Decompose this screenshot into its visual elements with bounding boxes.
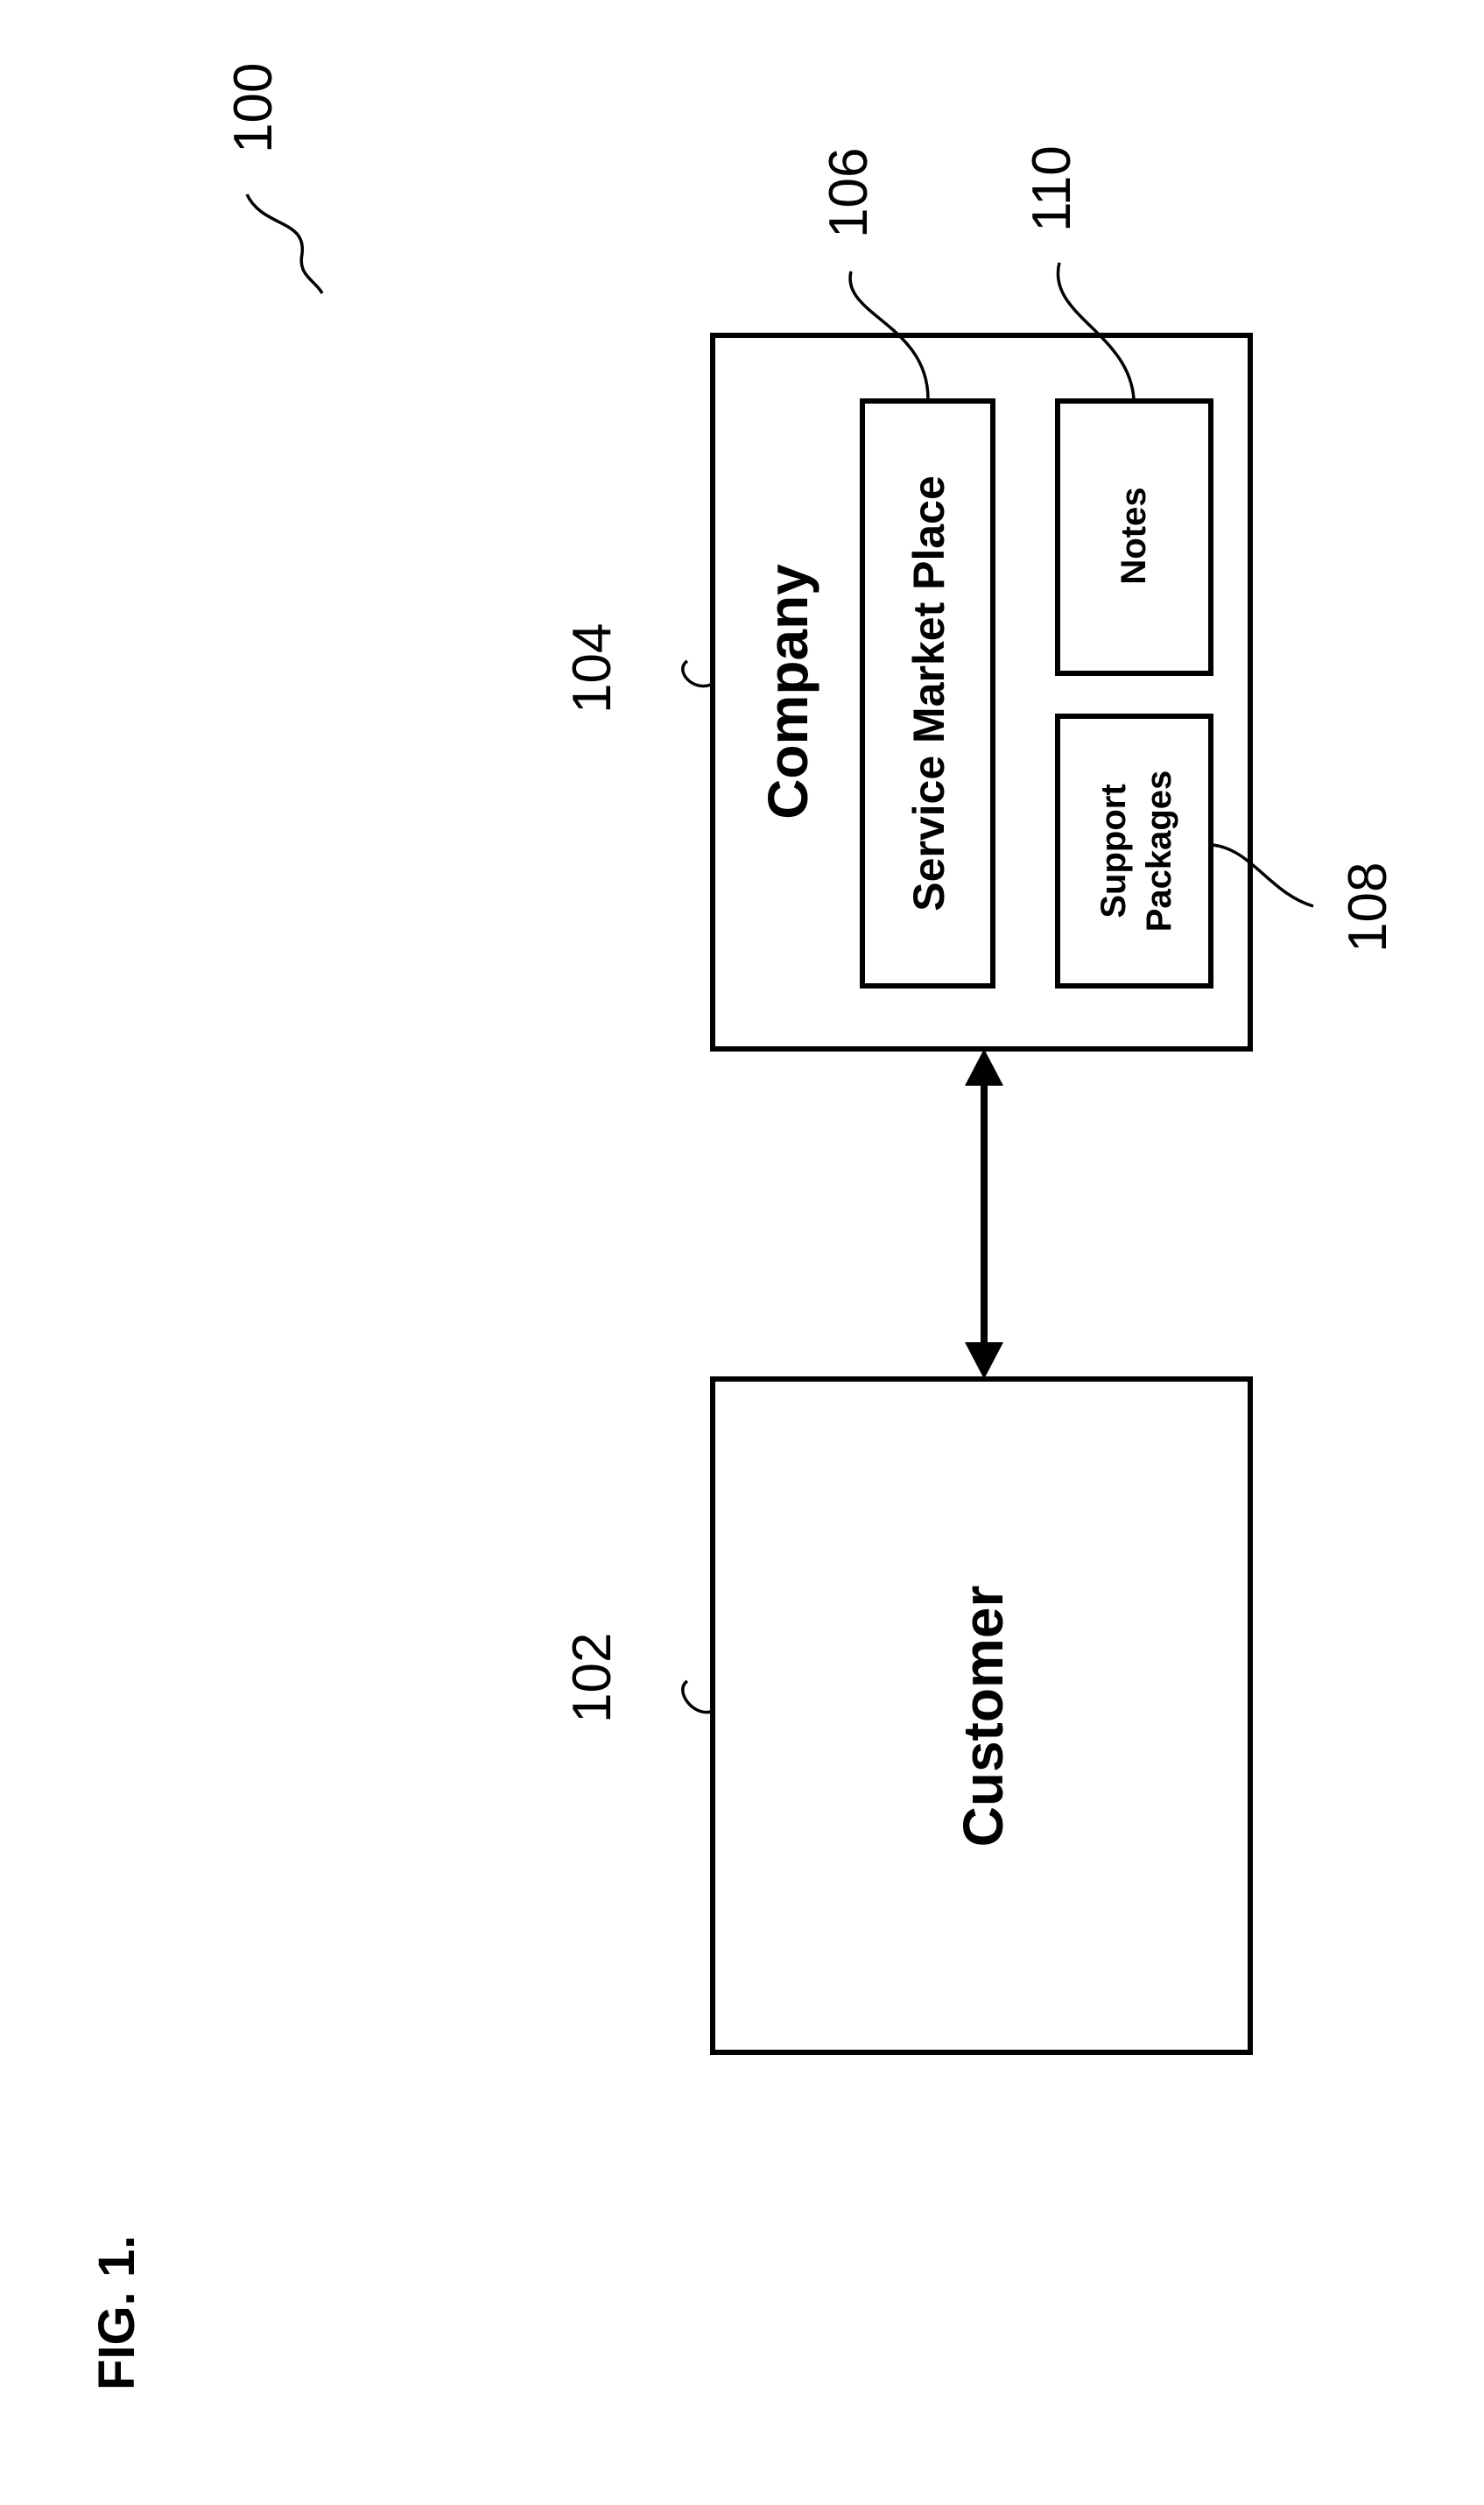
support-packages-label-line1: Support <box>1094 784 1133 918</box>
arrow-head-down <box>965 1342 1003 1379</box>
customer-label: Customer <box>952 1586 1015 1847</box>
notes-ref-leader <box>1058 263 1134 399</box>
notes-label: Notes <box>1115 487 1153 584</box>
figure-ref-100: 100 <box>223 63 284 153</box>
company-ref-104: 104 <box>562 623 622 714</box>
figure-label: FIG. 1. <box>88 2235 145 2390</box>
arrow-head-up <box>965 1049 1003 1086</box>
support-packages-ref-108: 108 <box>1338 862 1398 953</box>
service-market-place-label: Service Market Place <box>904 475 953 911</box>
support-packages-box <box>1058 716 1211 986</box>
support-packages-ref-leader <box>1213 845 1313 906</box>
notes-ref-110: 110 <box>1022 145 1082 232</box>
company-label: Company <box>756 564 819 820</box>
customer-ref-102: 102 <box>562 1633 622 1723</box>
support-packages-label-line2: Packages <box>1140 770 1178 932</box>
figure-ref-leader <box>247 194 322 293</box>
customer-ref-leader <box>683 1681 711 1713</box>
service-market-place-ref-106: 106 <box>819 148 879 238</box>
company-ref-leader <box>683 661 711 686</box>
